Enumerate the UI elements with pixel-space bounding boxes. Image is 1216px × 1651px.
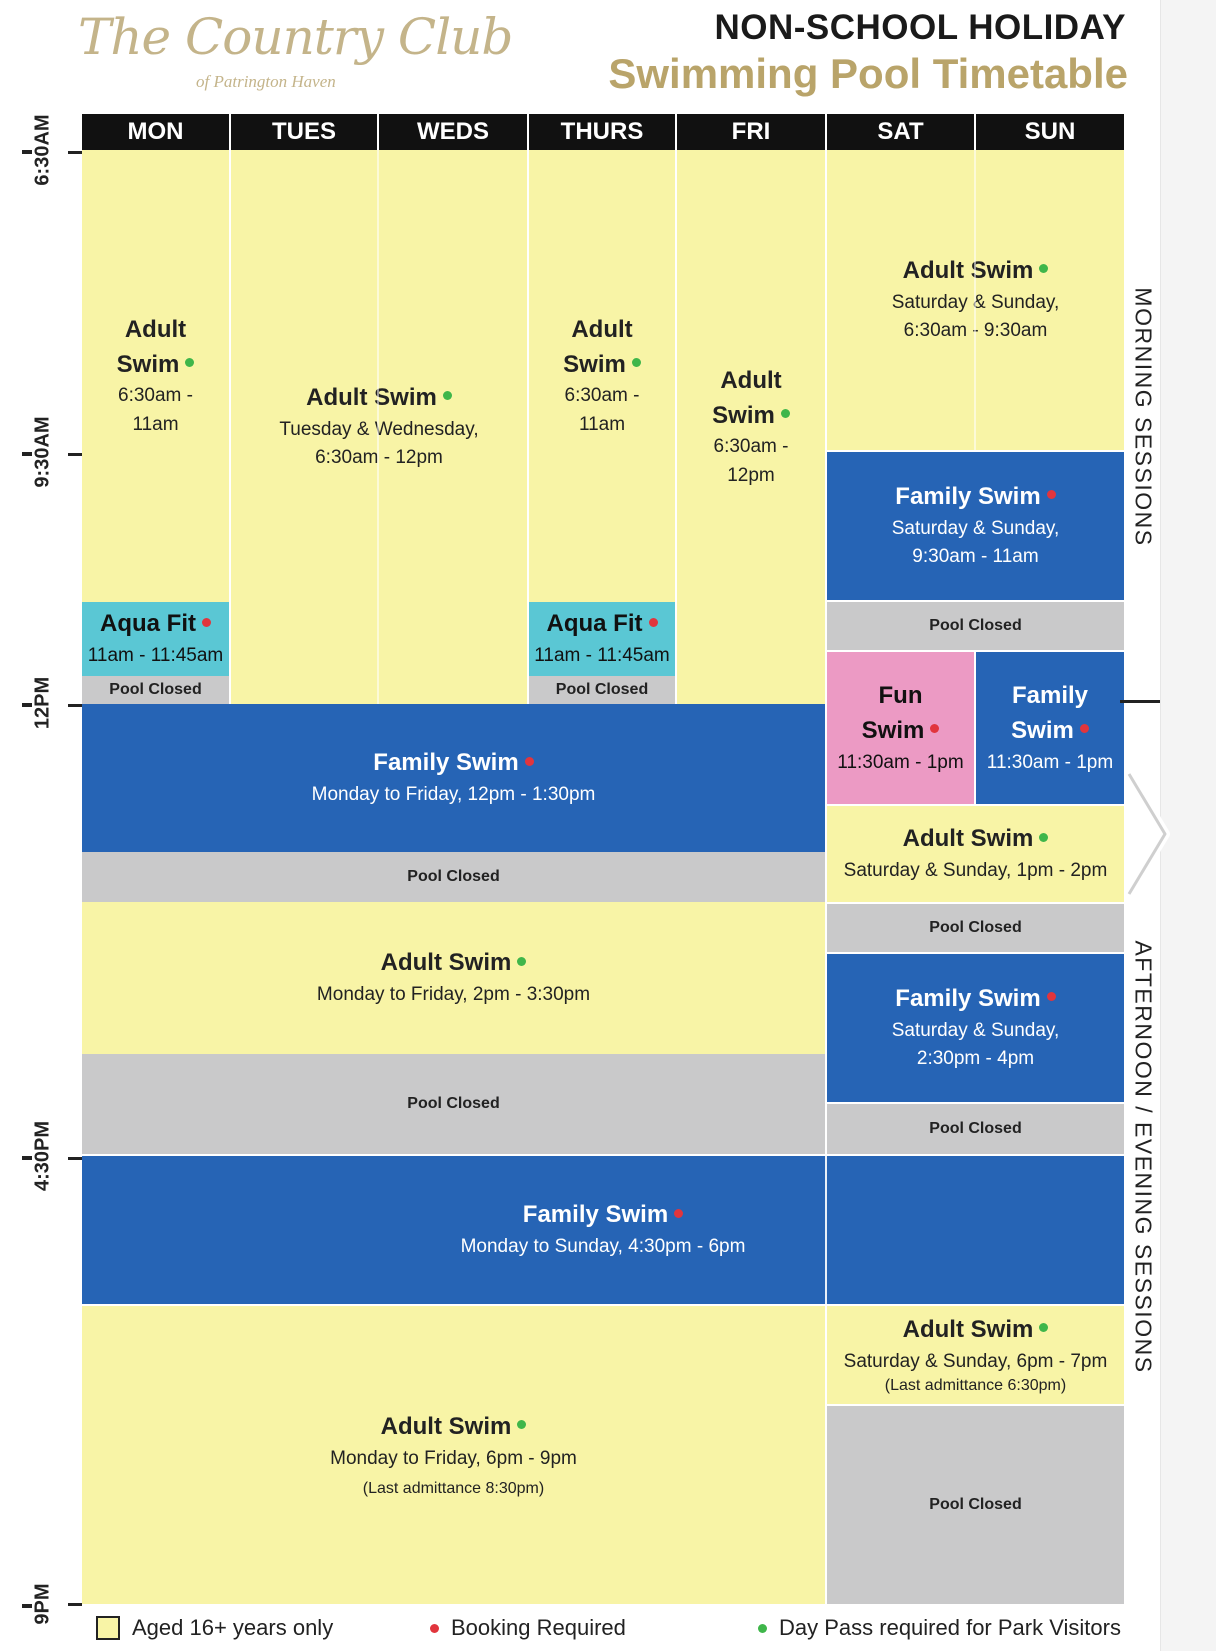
tick-line-12pm (68, 704, 82, 707)
session-mon-adult-swim: Adult Swim 6:30am - 11am (82, 150, 229, 602)
fri-sat-divider (825, 150, 827, 1604)
session-weekday-family-swim-noon: Family Swim Monday to Friday, 12pm - 1:3… (82, 704, 825, 852)
country-club-logo: The Country Club of Patrington Haven (78, 0, 513, 100)
tick-line-630am (68, 151, 82, 154)
day-pass-dot (1039, 1323, 1049, 1333)
side-label-afternoon-evening: AFTERNOON / EVENING SESSIONS (1130, 940, 1157, 1374)
weekend-pool-closed-1: Pool Closed (827, 602, 1124, 650)
sat-sun-divider (974, 150, 976, 450)
legend-day-pass: Day Pass required for Park Visitors (758, 1615, 1121, 1641)
day-pass-dot (1039, 832, 1049, 842)
weekend-pool-closed-2: Pool Closed (827, 904, 1124, 952)
time-label-430pm: 4:30PM (31, 1120, 54, 1192)
tick-12pm (22, 703, 32, 707)
red-dot-icon (430, 1623, 439, 1633)
session-all-week-family-swim-430: Family Swim Monday to Sunday, 4:30pm - 6… (82, 1156, 1124, 1304)
legend-booking: Booking Required (430, 1615, 626, 1641)
booking-dot (674, 1208, 684, 1218)
session-sun-family-swim: Family Swim 11:30am - 1pm (976, 652, 1124, 804)
title-line2: Swimming Pool Timetable (608, 50, 1128, 97)
time-label-930am: 9:30AM (31, 416, 54, 488)
session-weekend-family-swim-230: Family Swim Saturday & Sunday, 2:30pm - … (827, 954, 1124, 1102)
booking-dot (1079, 723, 1089, 733)
weekday-pool-closed-2: Pool Closed (82, 1054, 825, 1154)
day-pass-dot (517, 1420, 527, 1430)
logo-subtitle: of Patrington Haven (196, 72, 336, 91)
session-weekend-adult-swim-1pm: Adult Swim Saturday & Sunday, 1pm - 2pm (827, 806, 1124, 902)
tick-line-930am (68, 453, 82, 456)
session-fri-adult-swim: Adult Swim 6:30am - 12pm (677, 150, 825, 704)
chevron-right-icon[interactable] (1125, 770, 1171, 898)
header-mon: MON (82, 114, 229, 150)
tick-9pm (22, 1604, 32, 1608)
thu-pool-closed: Pool Closed (529, 676, 675, 704)
day-pass-dot (780, 408, 790, 418)
title-line1: NON-SCHOOL HOLIDAY (714, 8, 1126, 47)
weekend-pool-closed-3: Pool Closed (827, 1104, 1124, 1154)
green-dot-icon (758, 1623, 767, 1633)
header-tues: TUES (231, 114, 377, 150)
session-weekday-adult-swim-6pm: Adult Swim Monday to Friday, 6pm - 9pm (… (82, 1306, 825, 1604)
session-weekend-family-swim-morning: Family Swim Saturday & Sunday, 9:30am - … (827, 452, 1124, 600)
session-thu-adult-swim: Adult Swim 6:30am - 11am (529, 150, 675, 602)
yellow-square-icon (96, 1616, 120, 1640)
header-sat: SAT (827, 114, 974, 150)
time-label-9pm: 9PM (31, 1583, 54, 1625)
header-weds: WEDS (379, 114, 527, 150)
side-label-morning: MORNING SESSIONS (1130, 287, 1157, 547)
tick-line-9pm (68, 1603, 82, 1606)
thurs-fri-divider (675, 150, 677, 704)
tick-line-430pm (68, 1157, 82, 1160)
session-mon-aqua-fit: Aqua Fit 11am - 11:45am (82, 602, 229, 676)
time-label-630am: 6:30AM (31, 114, 54, 186)
booking-dot (1046, 490, 1056, 500)
booking-dot (930, 723, 940, 733)
legend-aged: Aged 16+ years only (96, 1615, 333, 1641)
booking-dot (1046, 992, 1056, 1002)
weds-thurs-divider (527, 150, 529, 704)
tick-930am (22, 452, 32, 456)
tues-weds-divider (377, 150, 379, 704)
mon-pool-closed: Pool Closed (82, 676, 229, 704)
header-sun: SUN (976, 114, 1124, 150)
day-pass-dot (442, 391, 452, 401)
day-pass-dot (1039, 264, 1049, 274)
header-fri: FRI (677, 114, 825, 150)
day-pass-dot (185, 357, 195, 367)
session-tuewed-adult-swim: Adult Swim Tuesday & Wednesday, 6:30am -… (231, 150, 527, 704)
tick-630am (22, 150, 32, 154)
booking-dot (524, 756, 534, 766)
booking-dot (648, 617, 658, 627)
session-weekday-adult-swim-2pm: Adult Swim Monday to Friday, 2pm - 3:30p… (82, 902, 825, 1054)
booking-dot (202, 617, 211, 627)
time-label-12pm: 12PM (31, 676, 54, 730)
tick-430pm (22, 1156, 32, 1160)
day-pass-dot (631, 357, 641, 367)
mon-tues-divider (229, 150, 231, 704)
weekend-pool-closed-4: Pool Closed (827, 1406, 1124, 1604)
session-sat-fun-swim: Fun Swim 11:30am - 1pm (827, 652, 974, 804)
logo-script: The Country Club (78, 8, 513, 66)
sessions-divider-mark (1120, 700, 1160, 703)
day-pass-dot (517, 956, 527, 966)
weekday-pool-closed-1: Pool Closed (82, 852, 825, 902)
session-weekend-adult-swim-6pm: Adult Swim Saturday & Sunday, 6pm - 7pm … (827, 1306, 1124, 1404)
session-thu-aqua-fit: Aqua Fit 11am - 11:45am (529, 602, 675, 676)
header-thurs: THURS (529, 114, 675, 150)
